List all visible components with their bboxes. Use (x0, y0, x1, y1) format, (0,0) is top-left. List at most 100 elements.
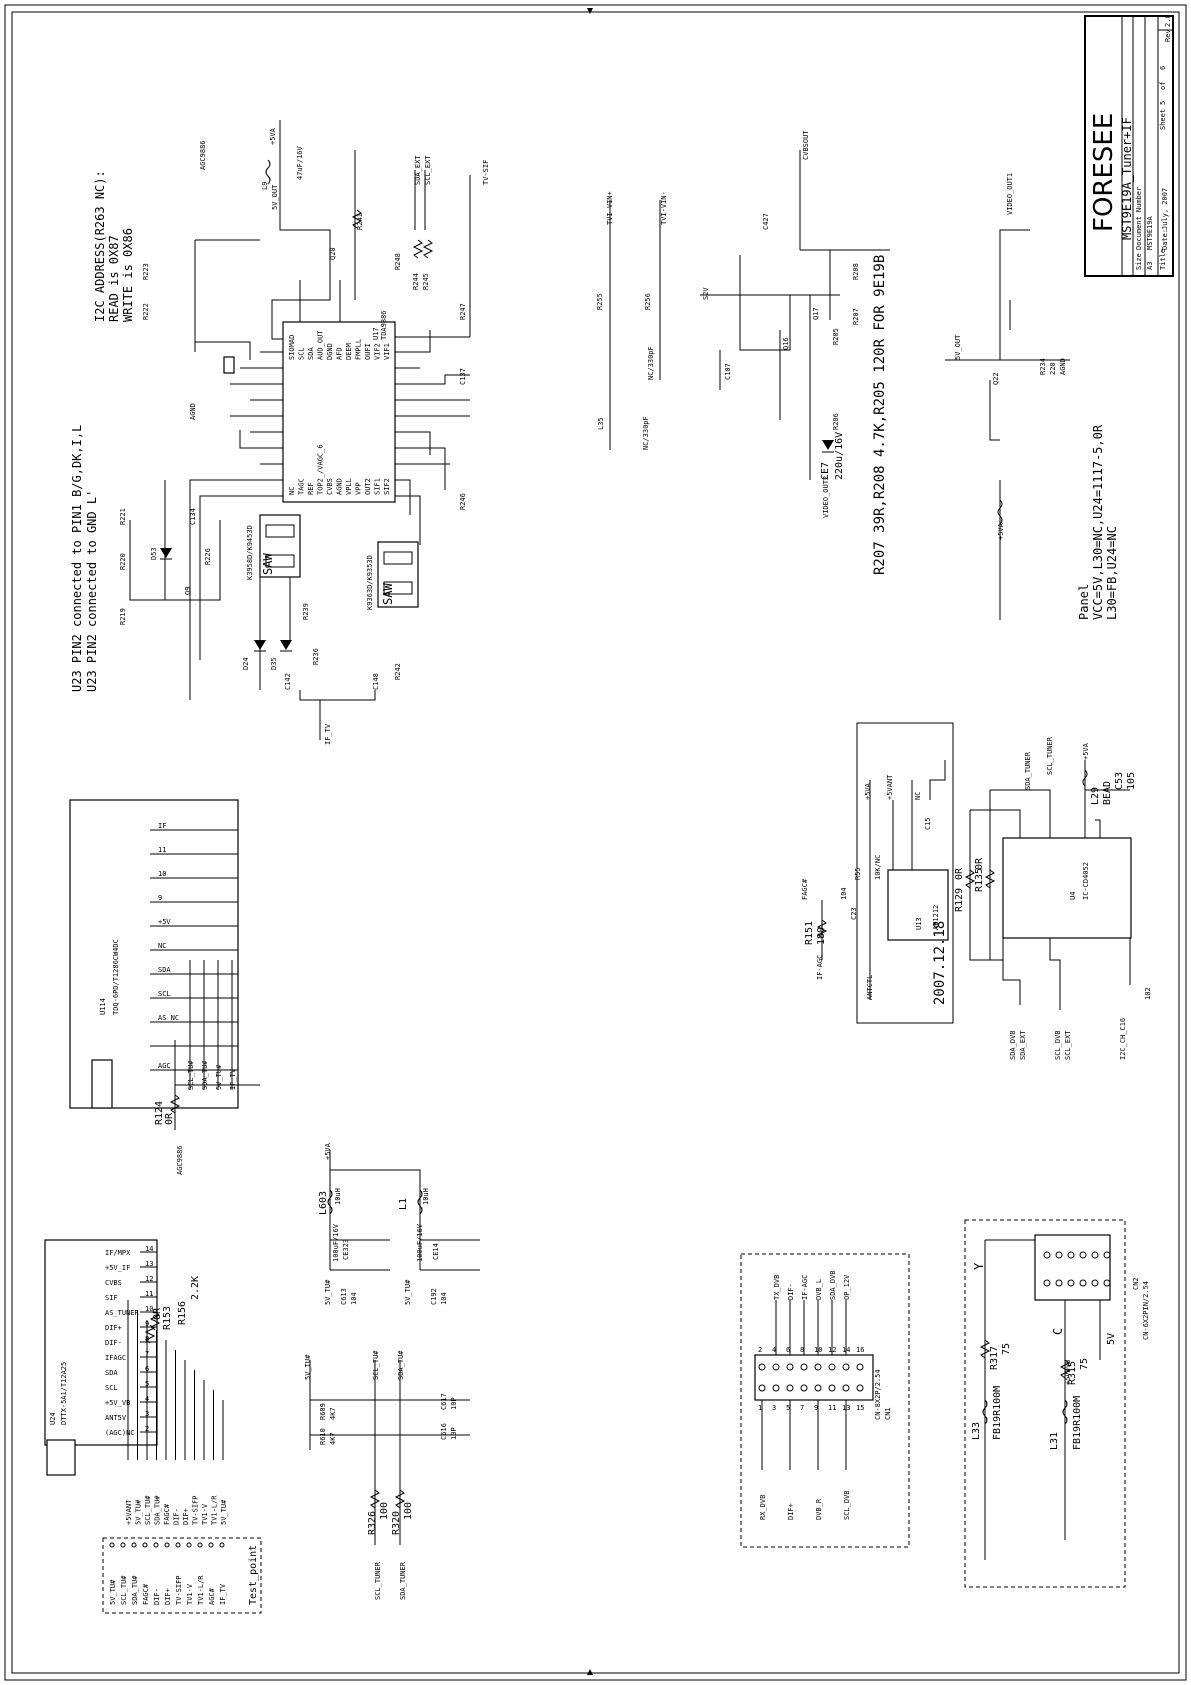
u17-right-pin: SIOMAD (288, 335, 296, 360)
cn1-pin-number-bottom: 7 (800, 1404, 804, 1412)
cn2-pin (1091, 1251, 1099, 1259)
video-out1-area: VIDEO_OUT1 5V_OUT Q22 R234 220 AGND +5VA (945, 173, 1070, 620)
note-panel: Panel (1077, 584, 1091, 620)
svg-text:10P: 10P (450, 1427, 458, 1440)
saw-filter-u15: SAW K3958D/K9453D (246, 514, 301, 580)
test-point-pad (142, 1542, 148, 1548)
net-5va-u4: +5VA (1082, 742, 1090, 760)
test-point-label: 5V_TU# (109, 1579, 117, 1605)
u17-left-pin: SIF2 (383, 478, 391, 495)
u17-right-pin: SDA (307, 347, 315, 360)
r248-ref: R248 (394, 253, 402, 270)
svg-text:R256: R256 (644, 293, 652, 310)
svg-text:Q9: Q9 (184, 587, 192, 595)
note-panel-l30: L30=FB,U24=NC (1105, 526, 1119, 620)
u114-pin-label: AGC (158, 1062, 171, 1070)
resistor-r241 (351, 209, 363, 229)
r124-ref: R124 (154, 1101, 165, 1125)
svg-text:CE323: CE323 (342, 1239, 350, 1260)
saw-label-u8: SAW (381, 583, 395, 605)
title-label: Title (1159, 249, 1167, 270)
cn1-net-top: TX_DVB (773, 1275, 781, 1300)
cn1-pin-number-bottom: 9 (814, 1404, 818, 1412)
svg-text:10uH: 10uH (334, 1188, 342, 1205)
u24-connector (46, 1439, 76, 1476)
cn2-part: CN-6X2PIN/2.54 (1142, 1281, 1150, 1340)
note-i2c-address: I2C ADDRESS(R263 NC): (93, 170, 107, 322)
svg-text:10P: 10P (450, 1397, 458, 1410)
test-point-label: TV-SIFP (175, 1575, 183, 1605)
c137-ref: C137 (459, 368, 467, 385)
r151-area: FAGC# R151 180 IF-AGC (801, 878, 828, 980)
net-agc9886: AGC9886 (199, 140, 207, 170)
net-if-agc: IF-AGC (816, 955, 824, 980)
r247-ref: R247 (459, 303, 467, 320)
cn1-pin-number-top: 16 (856, 1346, 864, 1354)
u17-left-pin: OUT2 (364, 478, 372, 495)
svg-text:100uF/16V: 100uF/16V (416, 1223, 424, 1262)
sheet-label: Sheet (1159, 109, 1167, 130)
svg-text:220: 220 (1049, 362, 1057, 375)
cn1-pin (856, 1363, 864, 1371)
svg-text:R129: R129 (954, 888, 965, 912)
r246-ref: R246 (459, 493, 467, 510)
u17-left-pin: VPP (355, 482, 363, 495)
svg-text:NC/330pF: NC/330pF (642, 416, 650, 450)
net-tv-sif: TV-SIF (482, 160, 490, 185)
test-point-label: SCL_TU# (120, 1575, 128, 1605)
u114-pin-label: AS_NC (158, 1014, 179, 1022)
date-label: Date: (1161, 229, 1169, 250)
cn2-pin (1055, 1251, 1063, 1259)
svg-text:CE14: CE14 (432, 1243, 440, 1260)
u24-net-label: SDA_TU# (154, 1495, 162, 1525)
u4-cd4052: U4 IC-CD4052 R129 0R R135 0R SDA_TUNER S… (954, 736, 1152, 1060)
u17-left-pin: CVBS (326, 478, 334, 495)
cn1-pin-number-bottom: 1 (758, 1404, 762, 1412)
svg-text:R135: R135 (974, 868, 985, 892)
doc-number: MST9E19A (1146, 215, 1154, 250)
svg-text:L33: L33 (971, 1422, 982, 1440)
net-sda-ext: SDA_EXT (414, 155, 422, 185)
cn2-pin (1103, 1251, 1111, 1259)
u24-pin-label: +5V_VB (105, 1399, 130, 1407)
cn1-pin (842, 1363, 850, 1371)
inductor-l9 (265, 159, 271, 185)
u24-pin-number: 14 (145, 1245, 153, 1253)
u114-ref: U114 (99, 998, 107, 1015)
power-filter-area: +5VA L603 10uH L1 10uH CE323 100uF/16V C… (318, 1142, 480, 1305)
test-point-label: AGC# (208, 1587, 216, 1605)
cn2-pin (1043, 1251, 1051, 1259)
net-sda-ext-u4: SDA_EXT (1019, 1030, 1027, 1060)
q9-transistor-area: R221 R220 R219 C134 R226 Q9 R239 R236 C1… (119, 480, 402, 745)
r222-ref: R222 (142, 303, 150, 320)
cn2-pin (1055, 1279, 1063, 1287)
crystal-y3 (223, 356, 235, 374)
test-point-pad (197, 1542, 203, 1548)
cn2-c-label: C (1051, 1328, 1065, 1335)
u24-pin-number: 12 (145, 1275, 153, 1283)
r223-ref: R223 (142, 263, 150, 280)
rev-label: Rev (1164, 29, 1172, 42)
cn2-pin (1043, 1279, 1051, 1287)
cn1-part: CN-8X2P/2.54 (874, 1369, 882, 1420)
u114-net-label: SCL_TU# (187, 1060, 195, 1090)
video-buffer-area: TVI-VIN+ TVI-VIN- CVBSOUT R255 R256 L35 … (596, 130, 890, 518)
net-tvi-vin2: TVI-VIN- (660, 191, 668, 225)
u17-right-pin: DGND (326, 343, 334, 360)
u114-pin-label: SCL (158, 990, 171, 998)
u17-right-pin: OUFI (364, 343, 372, 360)
cn1-net-bottom: SCL_DVB (843, 1490, 851, 1520)
svg-text:180: 180 (816, 927, 827, 945)
cn1-net-bottom: DVB_R (815, 1498, 823, 1520)
svg-text:C148: C148 (372, 673, 380, 690)
note-u23-pin1: U23 PIN2 connected to PIN1 B/G,DK,I,L (70, 425, 84, 692)
u17-left-pin: TOP2_/VAGC_6 (317, 444, 325, 495)
svg-text:10K/NC: 10K/NC (874, 855, 882, 880)
u24-pin-label: SDA (105, 1369, 118, 1377)
svg-text:R320: R320 (391, 1511, 402, 1535)
schematic-title: MST9E19A_Tuner+IF (1120, 117, 1134, 240)
sheet-total: 6 (1159, 66, 1167, 70)
net-5vdvb: +5VDVB (1064, 1360, 1072, 1385)
u4-part: IC-CD4052 (1082, 862, 1090, 900)
